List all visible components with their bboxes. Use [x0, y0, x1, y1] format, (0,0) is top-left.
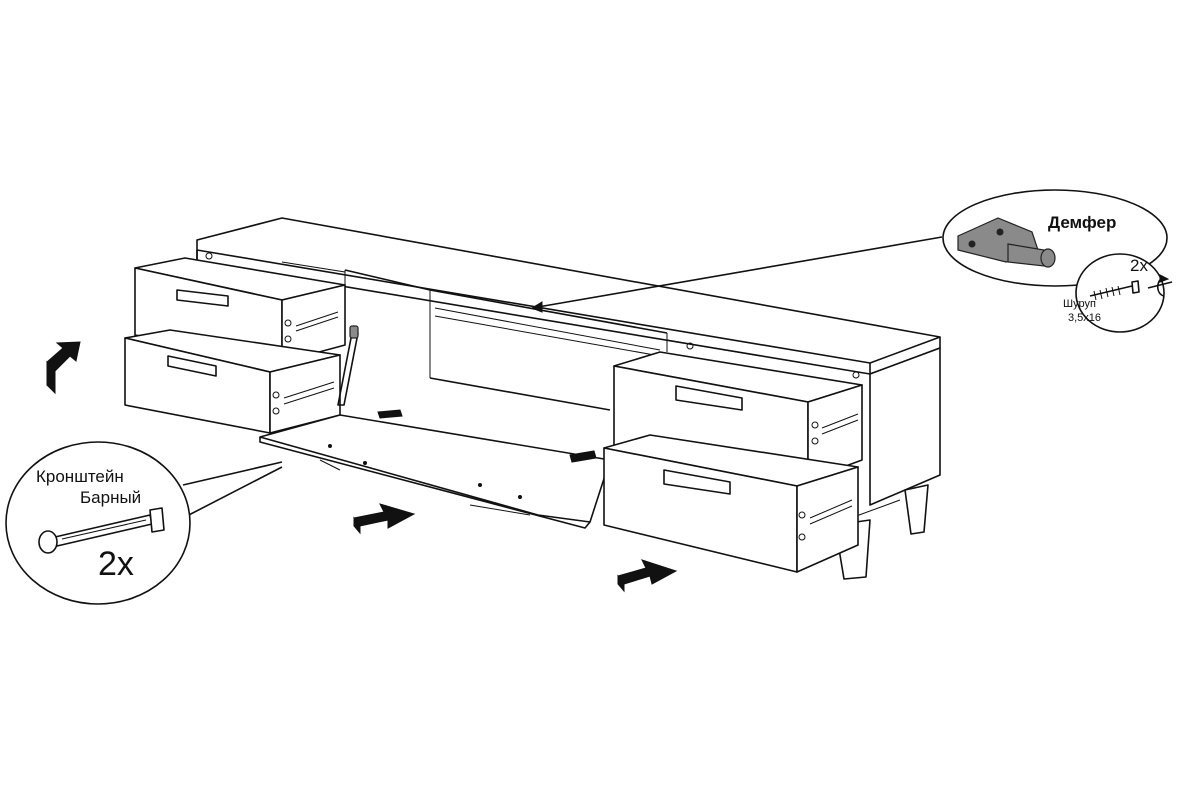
callout-leader — [182, 461, 283, 519]
screw-icon — [1089, 280, 1140, 301]
left-drawer-lower — [124, 329, 341, 434]
right-drawer-lower — [603, 434, 859, 573]
leg-back — [904, 484, 929, 535]
callout-leader — [537, 236, 943, 308]
screw-callout: 2x Шуруп 3,5x16 — [1063, 253, 1173, 333]
tv-cabinet — [196, 217, 941, 580]
left-drawer-upper — [134, 257, 346, 363]
bar-bracket-quantity: 2x — [98, 545, 134, 583]
screw-label-line1: Шуруп — [1063, 298, 1096, 310]
bar-bracket-icon — [38, 507, 165, 554]
screw-quantity: 2x — [1130, 256, 1148, 275]
push-arrow-center — [353, 503, 416, 535]
cabinet-top — [196, 217, 941, 364]
bar-bracket-callout: Кронштейн Барный 2x — [5, 441, 283, 605]
damper-icon — [957, 217, 1056, 268]
damper-label: Демфер — [1048, 213, 1116, 232]
bar-bracket-label-line1: Кронштейн — [36, 467, 124, 486]
screw-label-line2: 3,5x16 — [1068, 312, 1101, 324]
bar-bracket-label-line2: Барный — [80, 488, 141, 507]
push-arrow-lower — [617, 559, 678, 593]
flap-door — [259, 325, 611, 529]
screwdriver-rotate-icon — [1147, 274, 1173, 297]
push-arrow-upper-left — [46, 341, 81, 395]
cabinet-right-side — [869, 347, 941, 506]
